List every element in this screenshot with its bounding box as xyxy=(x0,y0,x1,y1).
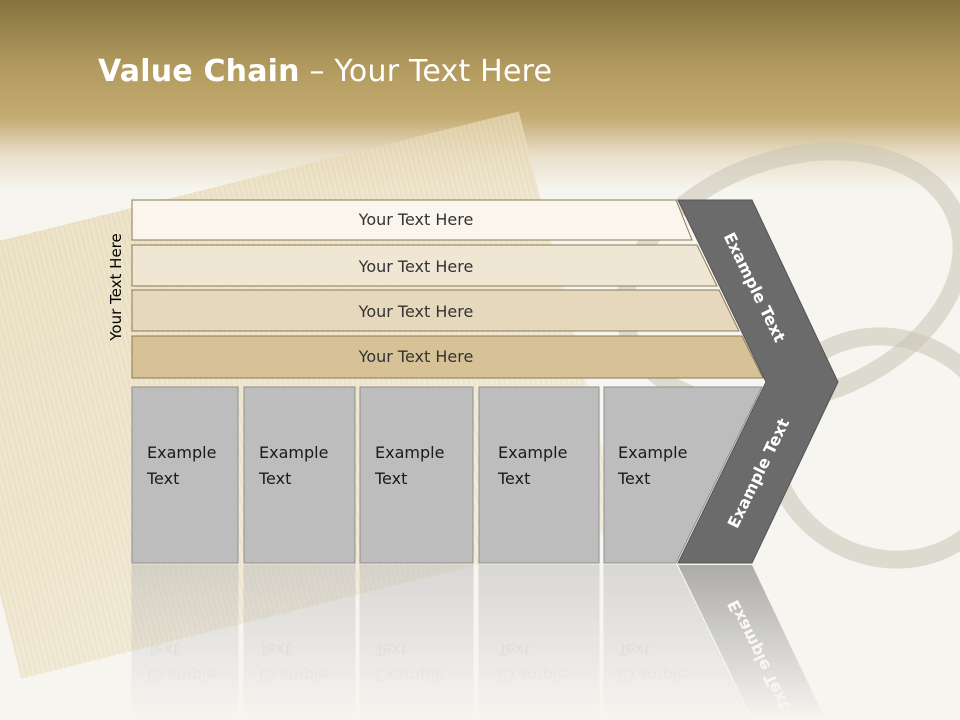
box-3-line2: Text xyxy=(374,469,407,488)
box-5-line2: Text xyxy=(617,469,650,488)
box-3[interactable]: Example Text xyxy=(359,386,474,564)
title-bold: Value Chain xyxy=(98,54,300,89)
band-4-label: Your Text Here xyxy=(358,347,474,366)
box-4-line2: Text xyxy=(497,469,530,488)
box-1-line1: Example xyxy=(147,443,216,462)
boxes-group: Example Text Example Text Example Text E… xyxy=(131,386,763,564)
box-4-line1: Example xyxy=(498,443,567,462)
refl-box-2-line1: Example xyxy=(259,666,328,685)
refl-box-3-line1: Example xyxy=(375,666,444,685)
reflection: Example Text Example Text Example Text E… xyxy=(131,564,826,720)
title-rest: – Your Text Here xyxy=(299,54,553,89)
box-5[interactable]: Example Text xyxy=(603,386,763,564)
box-5-line1: Example xyxy=(618,443,687,462)
band-1-label: Your Text Here xyxy=(358,210,474,229)
box-4[interactable]: Example Text xyxy=(478,386,600,564)
refl-box-4-line1: Example xyxy=(498,666,567,685)
refl-box-5-line2: Text xyxy=(617,640,650,659)
box-2-line1: Example xyxy=(259,443,328,462)
refl-box-4-line2: Text xyxy=(497,640,530,659)
box-3-line1: Example xyxy=(375,443,444,462)
slide-title[interactable]: Value Chain – Your Text Here xyxy=(98,54,552,89)
refl-box-2-line2: Text xyxy=(258,640,291,659)
band-2[interactable]: Your Text Here xyxy=(131,244,718,287)
box-1-line2: Text xyxy=(146,469,179,488)
bands-group: Your Text Here Your Text Here Your Text … xyxy=(131,199,764,379)
refl-box-3-line2: Text xyxy=(374,640,407,659)
band-3-label: Your Text Here xyxy=(358,302,474,321)
refl-box-5-line1: Example xyxy=(618,666,687,685)
box-1[interactable]: Example Text xyxy=(131,386,239,564)
band-2-label: Your Text Here xyxy=(358,257,474,276)
band-3[interactable]: Your Text Here xyxy=(131,289,740,332)
box-2[interactable]: Example Text xyxy=(243,386,356,564)
band-1[interactable]: Your Text Here xyxy=(131,199,693,241)
box-2-line2: Text xyxy=(258,469,291,488)
refl-box-1-line2: Text xyxy=(146,640,179,659)
refl-box-1-line1: Example xyxy=(147,666,216,685)
band-4[interactable]: Your Text Here xyxy=(131,335,764,379)
